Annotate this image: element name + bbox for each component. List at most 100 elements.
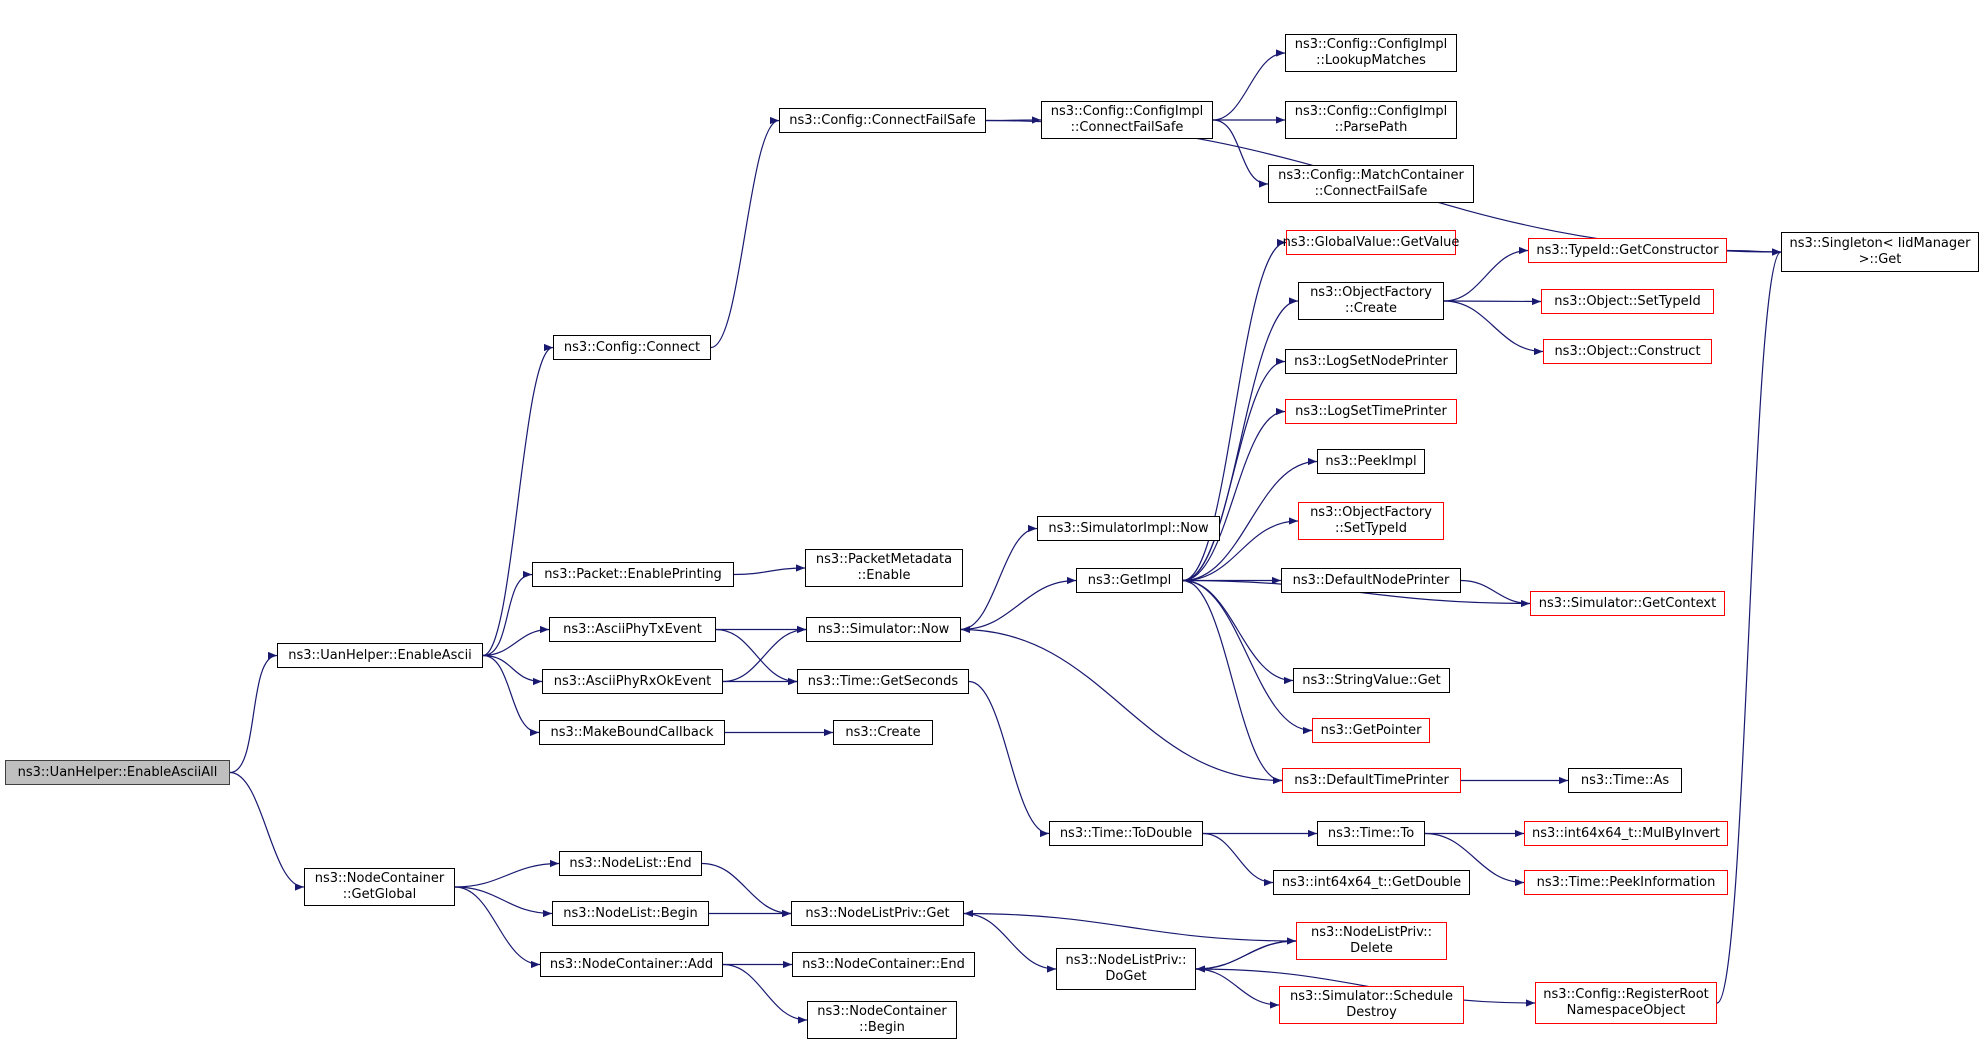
node-nodelist-begin[interactable]: ns3::NodeList::Begin bbox=[552, 901, 709, 926]
node-label-line: ns3::TypeId::GetConstructor bbox=[1536, 242, 1719, 258]
node-label-line: ns3::NodeListPriv:: bbox=[1310, 925, 1432, 940]
node-getimpl[interactable]: ns3::GetImpl bbox=[1076, 568, 1183, 593]
node-defaultnodeprinter[interactable]: ns3::DefaultNodePrinter bbox=[1281, 568, 1461, 593]
node-nodecontainer-add[interactable]: ns3::NodeContainer::Add bbox=[540, 952, 723, 977]
node-label-line: ns3::NodeContainer::Add bbox=[549, 956, 714, 972]
edge-getimpl-to-defaulttimeprinter bbox=[1182, 579, 1283, 785]
edge-simulator-now-to-simulatorimpl-now bbox=[960, 524, 1038, 631]
node-label-line: ns3::Simulator::Schedule bbox=[1289, 989, 1454, 1004]
node-makeboundcallback[interactable]: ns3::MakeBoundCallback bbox=[539, 720, 725, 745]
edge-getglobal-to-nodelist-end bbox=[454, 859, 560, 888]
node-enableascii[interactable]: ns3::UanHelper::EnableAscii bbox=[277, 643, 483, 668]
node-nodelistpriv-get[interactable]: ns3::NodeListPriv::Get bbox=[791, 901, 964, 926]
node-label-line: ns3::NodeList::Begin bbox=[563, 905, 698, 921]
node-create[interactable]: ns3::Create bbox=[833, 720, 933, 745]
node-int64-mulbyinvert[interactable]: ns3::int64x64_t::MulByInvert bbox=[1524, 821, 1728, 846]
edge-enableascii-to-asciiphyrx bbox=[482, 654, 543, 686]
node-time-as[interactable]: ns3::Time::As bbox=[1568, 768, 1682, 793]
node-label-line: ns3::SimulatorImpl::Now bbox=[1048, 520, 1209, 536]
edge-enableascii-to-config-connect bbox=[482, 343, 554, 657]
node-lookupmatches[interactable]: ns3::Config::ConfigImpl::LookupMatches bbox=[1285, 34, 1457, 72]
node-label-line: ns3::Config::ConfigImpl bbox=[1050, 104, 1204, 119]
edge-impl-connectfailsafe-to-lookupmatches bbox=[1212, 49, 1286, 121]
node-label-line: ::LookupMatches bbox=[1316, 53, 1426, 68]
node-nodelistpriv-doget[interactable]: ns3::NodeListPriv::DoGet bbox=[1056, 948, 1196, 990]
node-label-line: ns3::Packet::EnablePrinting bbox=[544, 566, 722, 582]
node-time-todouble[interactable]: ns3::Time::ToDouble bbox=[1049, 821, 1203, 846]
node-typeid-getconstructor[interactable]: ns3::TypeId::GetConstructor bbox=[1528, 238, 1727, 263]
node-nodecontainer-end[interactable]: ns3::NodeContainer::End bbox=[792, 952, 975, 977]
node-objectfactory-settypeid[interactable]: ns3::ObjectFactory::SetTypeId bbox=[1298, 502, 1444, 540]
edge-config-connect-to-connectfailsafe bbox=[710, 116, 780, 349]
node-label-line: ::SetTypeId bbox=[1334, 521, 1408, 536]
node-mc-connectfailsafe[interactable]: ns3::Config::MatchContainer::ConnectFail… bbox=[1268, 165, 1474, 203]
node-label-line: ns3::GlobalValue::GetValue bbox=[1282, 234, 1460, 250]
edge-nodelistpriv-delete-to-nodelistpriv-get bbox=[963, 909, 1297, 942]
node-label-line: ns3::PeekImpl bbox=[1325, 453, 1417, 469]
node-label-line: ns3::PacketMetadata bbox=[815, 552, 953, 567]
node-label-line: Destroy bbox=[1346, 1005, 1397, 1020]
edge-getimpl-to-objectfactory-settypeid bbox=[1182, 517, 1299, 582]
edge-nodelistpriv-doget-to-simulator-scheduledestroy bbox=[1195, 968, 1280, 1009]
node-singleton-get[interactable]: ns3::Singleton< IidManager >::Get bbox=[1781, 232, 1979, 272]
node-logsettimeprinter[interactable]: ns3::LogSetTimePrinter bbox=[1285, 399, 1457, 424]
node-connectfailsafe[interactable]: ns3::Config::ConnectFailSafe bbox=[779, 108, 986, 133]
node-asciiphytx[interactable]: ns3::AsciiPhyTxEvent bbox=[549, 617, 716, 642]
edge-getimpl-to-logsetnodeprinter bbox=[1182, 357, 1286, 582]
node-label-line: ns3::NodeContainer bbox=[817, 1004, 947, 1019]
edge-nodelistpriv-get-to-nodelistpriv-doget bbox=[963, 912, 1057, 973]
node-object-settypeid[interactable]: ns3::Object::SetTypeId bbox=[1541, 289, 1714, 314]
node-packet-enableprinting[interactable]: ns3::Packet::EnablePrinting bbox=[532, 562, 734, 587]
node-time-getseconds[interactable]: ns3::Time::GetSeconds bbox=[797, 669, 969, 694]
edge-getglobal-to-nodelist-begin bbox=[454, 886, 553, 918]
edge-asciiphyrx-to-simulator-now bbox=[722, 625, 807, 683]
node-label-line: ns3::NodeContainer bbox=[314, 871, 445, 886]
node-time-to[interactable]: ns3::Time::To bbox=[1317, 821, 1425, 846]
node-label-line: Delete bbox=[1350, 941, 1393, 956]
node-asciiphyrx[interactable]: ns3::AsciiPhyRxOkEvent bbox=[542, 669, 723, 694]
node-stringvalue-get[interactable]: ns3::StringValue::Get bbox=[1293, 668, 1450, 693]
node-label-line: ns3::LogSetNodePrinter bbox=[1294, 353, 1448, 369]
node-simulator-getcontext[interactable]: ns3::Simulator::GetContext bbox=[1530, 591, 1725, 616]
node-label-line: ::Begin bbox=[859, 1020, 905, 1035]
node-objectfactory-create[interactable]: ns3::ObjectFactory::Create bbox=[1298, 282, 1444, 320]
node-label-line: DoGet bbox=[1105, 969, 1147, 984]
edge-impl-connectfailsafe-to-mc-connectfailsafe bbox=[1212, 119, 1269, 188]
node-object-construct[interactable]: ns3::Object::Construct bbox=[1543, 339, 1712, 364]
node-time-peekinformation[interactable]: ns3::Time::PeekInformation bbox=[1524, 870, 1728, 895]
node-parsepath[interactable]: ns3::Config::ConfigImpl::ParsePath bbox=[1285, 101, 1457, 139]
node-globalvalue-getvalue[interactable]: ns3::GlobalValue::GetValue bbox=[1283, 230, 1459, 255]
node-getpointer[interactable]: ns3::GetPointer bbox=[1312, 718, 1430, 743]
node-packetmetadata-enable[interactable]: ns3::PacketMetadata::Enable bbox=[805, 549, 963, 587]
node-label-line: ns3::AsciiPhyRxOkEvent bbox=[553, 673, 712, 689]
edge-nodelist-end-to-nodelistpriv-get bbox=[701, 862, 792, 918]
edge-nodelistpriv-delete-to-nodelistpriv-doget bbox=[1195, 940, 1297, 973]
node-simulator-now[interactable]: ns3::Simulator::Now bbox=[806, 617, 961, 642]
edge-objectfactory-create-to-typeid-getconstructor bbox=[1443, 246, 1529, 302]
node-simulatorimpl-now[interactable]: ns3::SimulatorImpl::Now bbox=[1037, 516, 1220, 541]
node-nodelistpriv-delete[interactable]: ns3::NodeListPriv::Delete bbox=[1296, 922, 1447, 960]
node-getglobal[interactable]: ns3::NodeContainer::GetGlobal bbox=[304, 868, 455, 906]
edge-nodecontainer-add-to-nodecontainer-begin bbox=[722, 963, 808, 1024]
node-label-line: >::Get bbox=[1858, 252, 1902, 267]
node-nodelist-end[interactable]: ns3::NodeList::End bbox=[559, 851, 702, 876]
node-config-connect[interactable]: ns3::Config::Connect bbox=[553, 335, 711, 360]
node-label-line: ns3::int64x64_t::MulByInvert bbox=[1531, 825, 1720, 841]
node-impl-connectfailsafe[interactable]: ns3::Config::ConfigImpl::ConnectFailSafe bbox=[1041, 101, 1213, 139]
node-peekimpl[interactable]: ns3::PeekImpl bbox=[1317, 449, 1425, 474]
node-int64-getdouble[interactable]: ns3::int64x64_t::GetDouble bbox=[1273, 870, 1470, 895]
node-label-line: ns3::Config::MatchContainer bbox=[1278, 168, 1464, 183]
node-defaulttimeprinter[interactable]: ns3::DefaultTimePrinter bbox=[1282, 768, 1461, 793]
node-label-line: ns3::GetPointer bbox=[1320, 722, 1422, 738]
node-label-line: ns3::StringValue::Get bbox=[1302, 672, 1441, 688]
node-label-line: ns3::ObjectFactory bbox=[1310, 285, 1432, 300]
node-label-line: ::GetGlobal bbox=[342, 887, 417, 902]
edge-objectfactory-create-to-object-construct bbox=[1443, 300, 1544, 356]
edge-asciiphytx-to-time-getseconds bbox=[715, 628, 798, 686]
node-nodecontainer-begin[interactable]: ns3::NodeContainer::Begin bbox=[807, 1001, 957, 1039]
node-label-line: ::Create bbox=[1345, 301, 1397, 316]
edge-root-to-enableascii bbox=[229, 651, 278, 774]
node-logsetnodeprinter[interactable]: ns3::LogSetNodePrinter bbox=[1285, 349, 1457, 374]
